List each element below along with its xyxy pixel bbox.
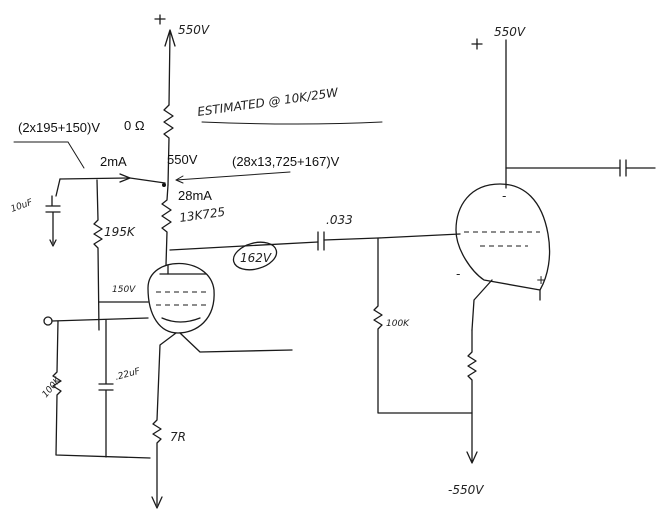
supply-label-bottom-right: -550V [448,483,484,497]
zero-ohm-label: 0 Ω [124,118,145,133]
anode-resistor-symbol [161,184,172,266]
note-underline [201,121,383,125]
anode-current-label: 28mA [178,188,212,203]
down-arrow-left [151,496,163,509]
right-cathode-resistor [467,329,477,463]
grid-bias-formula: (2x195+150)V [18,120,100,135]
input-terminal [43,316,53,326]
bypass-cap-label: .22uF [114,367,142,383]
zero-ohm-resistor [163,104,174,186]
right-tube-minus: - [502,189,506,203]
circled-voltage-label: 162V [240,251,272,265]
cathode-wire [179,332,293,353]
node-voltage-label: 550V [167,152,198,167]
coupling-cap-label: .033 [326,213,353,227]
grid-leak-resistor [52,320,151,459]
cathode-resistor-label: 7R [170,430,186,444]
arrowhead [175,175,184,184]
cap-10uf-label: 10uF [10,198,35,215]
supply-arrow-top-left [164,29,176,47]
formula-leader [13,141,85,169]
output-cap [505,159,656,177]
bias-resistor [93,179,103,331]
plus-mark-top-left [154,14,166,25]
coupling-cap [317,231,325,251]
grid-leak-label: 100K [41,375,64,400]
cathode-resistor [152,332,177,506]
coupling-wire [323,233,461,241]
grid-voltage-label: 150V [112,285,136,295]
bypass-cap [98,319,114,458]
bleed-wire [59,177,129,180]
right-tube-grid [464,231,540,247]
right-cathode-lead [471,279,493,331]
down-arrow-right [466,451,478,464]
estimated-note: ESTIMATED @ 10K/25W [196,85,340,119]
plus-mark-top-right [471,38,483,50]
rail-top [168,31,171,106]
triode-envelope [147,262,215,334]
supply-label-top-right: 550V [494,25,526,39]
right-tube-plus: + [536,273,546,287]
right-grid-resistor-label: 100K [386,319,410,329]
anode-formula: (28x13,725+167)V [232,154,340,169]
triode-cathode [161,317,201,323]
bleed-current-label: 2mA [100,154,127,169]
supply-label-top-left: 550V [178,23,210,37]
cap-10uf-arrow [49,239,57,247]
cap-wire [55,178,61,197]
anode-formula-arrow [175,171,291,181]
node-dot [162,183,166,187]
anode-resistor-label: 13K725 [178,205,226,225]
bias-resistor-label: 195K [104,225,136,239]
right-tube-minus-2: - [456,267,460,281]
triode-grid [156,291,208,306]
cap-10uf [45,195,61,244]
circled-voltage [232,241,278,271]
grid-wire [51,317,149,322]
bleed-wire-2 [129,177,166,184]
right-grid-resistor [373,237,473,414]
